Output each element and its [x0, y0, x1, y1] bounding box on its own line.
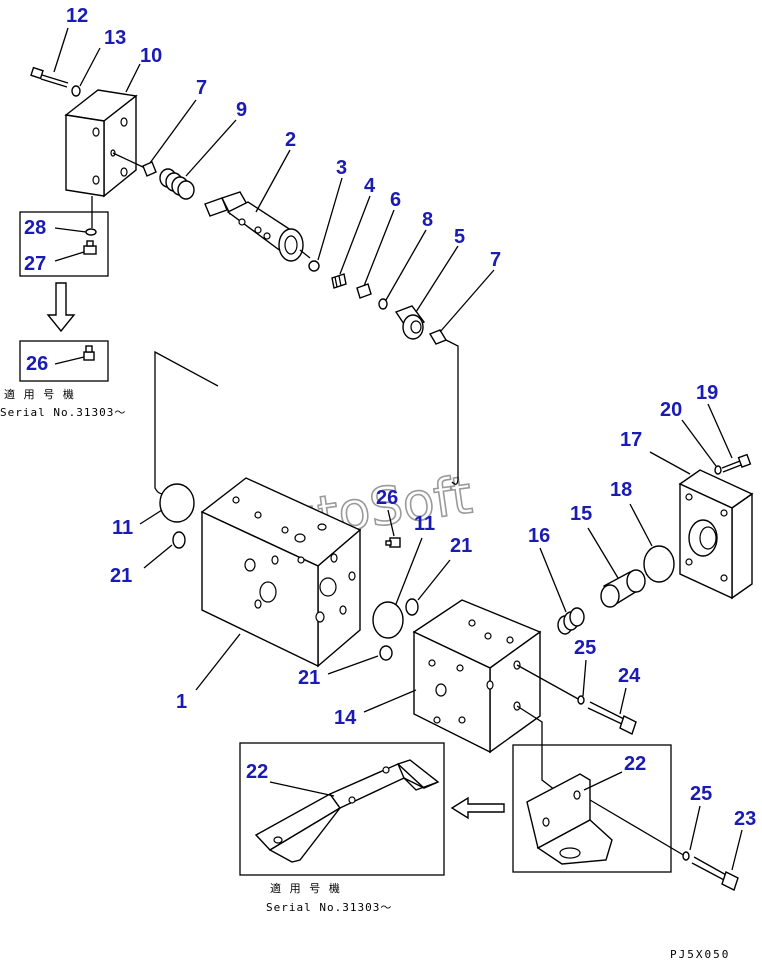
plug-27: [83, 240, 97, 255]
callout-25-upper: 25: [574, 637, 596, 659]
valve-block-14: [412, 599, 542, 754]
callout-16: 16: [528, 525, 550, 547]
axis-line: [112, 152, 146, 169]
callout-26-inset: 26: [26, 353, 48, 375]
plug-26-inset: [83, 345, 95, 361]
cover-plate-10: [64, 89, 138, 198]
washer-25-upper: [577, 695, 585, 705]
inset-box-bracket-left: [239, 742, 445, 876]
callout-19: 19: [696, 382, 718, 404]
callout-23: 23: [734, 808, 756, 830]
sleeve-15: [600, 569, 646, 608]
axis-line: [299, 249, 311, 259]
callout-21-left: 21: [110, 565, 132, 587]
callout-5: 5: [454, 226, 465, 248]
callout-3: 3: [336, 157, 347, 179]
callout-7-upper: 7: [196, 77, 207, 99]
axis-line: [589, 799, 686, 857]
o-ring-11-left: [159, 483, 195, 523]
spring-9: [159, 168, 195, 200]
axis-line: [516, 664, 581, 701]
o-ring-11-right: [372, 601, 404, 639]
washer-28: [85, 228, 97, 236]
o-ring-18: [643, 545, 675, 583]
callout-6: 6: [390, 189, 401, 211]
caption-top-line1: 適 用 号 機: [4, 387, 75, 401]
pin-7-upper: [142, 161, 157, 177]
callout-26-block: 26: [376, 487, 398, 509]
callout-14: 14: [334, 707, 357, 729]
bracket-22-left: [254, 759, 440, 863]
spring-16: [557, 607, 585, 635]
plug-26-block: [385, 537, 401, 548]
bolt-24: [587, 701, 637, 735]
inset-box-upper: [19, 211, 109, 277]
callout-13: 13: [104, 27, 126, 49]
arrow-left-icon: [450, 796, 505, 820]
callout-10: 10: [140, 45, 162, 67]
callout-28: 28: [24, 217, 46, 239]
bolt-19: [721, 453, 752, 473]
o-ring-21-lower: [379, 645, 393, 661]
leader-line: [54, 251, 85, 262]
callout-12: 12: [66, 5, 88, 27]
callout-2: 2: [285, 129, 296, 151]
inset-box-lower: [19, 340, 109, 382]
caption-bottom-line2: Serial No.31303～: [266, 901, 392, 914]
leader-lines: [53, 27, 743, 871]
callout-1: 1: [176, 691, 187, 713]
inset-box-bracket-right: [512, 744, 672, 873]
axis-line: [516, 705, 556, 791]
callout-21-right: 21: [450, 535, 472, 557]
callout-17: 17: [620, 429, 642, 451]
arrow-down-icon: [46, 282, 76, 333]
ball-3: [308, 260, 320, 272]
callout-11-left: 11: [112, 517, 133, 539]
pin-7-lower: [428, 329, 448, 345]
callout-22-left: 22: [246, 761, 268, 783]
callout-20: 20: [660, 399, 682, 421]
callout-11-right: 11: [414, 513, 435, 535]
callout-25-lower: 25: [690, 783, 712, 805]
callout-7-lower: 7: [490, 249, 501, 271]
leader-line: [54, 227, 87, 233]
callout-9: 9: [236, 99, 247, 121]
callout-27: 27: [24, 253, 46, 275]
callout-24: 24: [618, 665, 641, 687]
cover-17: [678, 469, 754, 600]
washer-20: [714, 465, 722, 475]
callout-18: 18: [610, 479, 632, 501]
o-ring-21-right: [405, 598, 419, 616]
caption-bottom-line1: 適 用 号 機: [270, 881, 341, 895]
o-ring-21-left: [172, 531, 186, 549]
callout-15: 15: [570, 503, 592, 525]
callout-4: 4: [364, 175, 376, 197]
caption-top-line2: Serial No.31303～: [0, 406, 126, 419]
ring-8: [378, 298, 388, 310]
bolt-12: [30, 66, 69, 88]
axis-line: [445, 339, 459, 485]
washer-13: [71, 85, 81, 97]
drawing-code: PJ5X050: [670, 948, 730, 961]
callout-8: 8: [422, 209, 433, 231]
callout-21-lower: 21: [298, 667, 320, 689]
callout-22-right: 22: [624, 753, 646, 775]
spool-2: [204, 191, 304, 262]
axis-line: [154, 350, 219, 495]
leader-line: [54, 356, 85, 365]
valve-block-1: [200, 477, 362, 668]
spring-4: [331, 273, 347, 289]
bracket-22-right: [526, 773, 613, 865]
plug-5: [394, 305, 426, 340]
washer-25-lower: [682, 851, 690, 861]
pin-6: [356, 283, 372, 299]
bolt-23: [691, 856, 739, 891]
